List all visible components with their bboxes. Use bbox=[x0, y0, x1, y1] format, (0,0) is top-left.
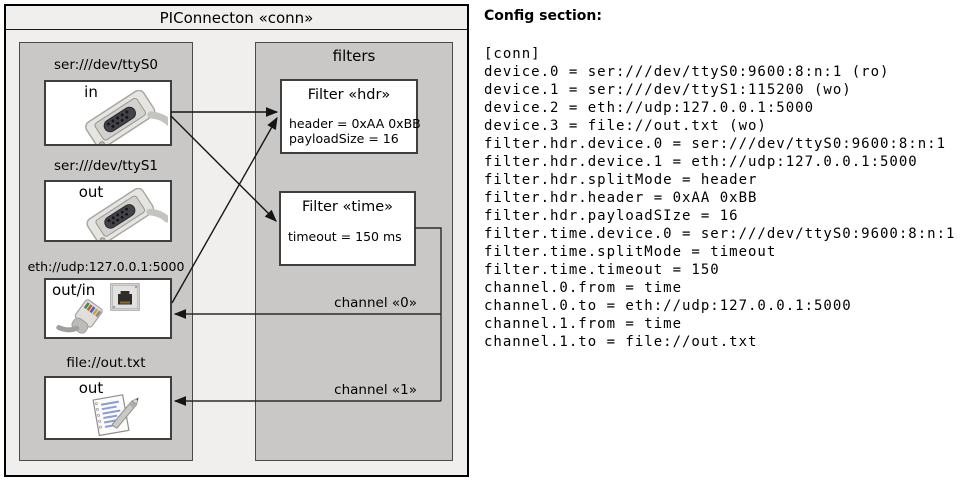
device-node-ser1: out bbox=[44, 180, 172, 245]
filter-hdr-node: Filter «hdr» header = 0xAA 0xBB payloadS… bbox=[280, 79, 421, 154]
device-node-file: out bbox=[44, 376, 172, 440]
filter-hdr-attr-payloadsize: payloadSize = 16 bbox=[289, 131, 399, 146]
config-text: [conn] device.0 = ser:///dev/ttyS0:9600:… bbox=[484, 46, 956, 350]
device-direction: out bbox=[78, 379, 104, 397]
device-direction: out bbox=[78, 183, 104, 201]
device-label-ser1: ser:///dev/ttyS1 bbox=[54, 158, 158, 174]
device-label-file: file://out.txt bbox=[66, 355, 146, 371]
device-label-ser0: ser:///dev/ttyS0 bbox=[54, 57, 158, 73]
device-direction: out/in bbox=[52, 281, 96, 299]
device-node-eth: out/in bbox=[44, 278, 172, 339]
device-label-eth: eth://udp:127.0.0.1:5000 bbox=[27, 259, 185, 274]
channel-1-label: channel «1» bbox=[334, 382, 417, 398]
filter-time-attr-timeout: timeout = 150 ms bbox=[288, 229, 402, 244]
device-node-ser0: in bbox=[44, 80, 173, 149]
filter-hdr-attr-header: header = 0xAA 0xBB bbox=[289, 116, 421, 131]
serial-connector-icon bbox=[72, 187, 171, 245]
notepad-pencil-icon bbox=[90, 392, 142, 442]
filter-time-title: Filter «time» bbox=[301, 199, 394, 215]
filters-group-label: filters bbox=[332, 47, 376, 65]
component-title: PIConnecton «conn» bbox=[6, 6, 467, 30]
serial-connector-icon bbox=[72, 89, 173, 149]
config-section-heading: Config section: bbox=[484, 8, 602, 24]
channel-0-label: channel «0» bbox=[334, 295, 417, 311]
filter-hdr-title: Filter «hdr» bbox=[307, 87, 391, 103]
rj45-cable-icon bbox=[52, 298, 110, 344]
ethernet-port-icon bbox=[110, 283, 140, 315]
devices-group: ser:///dev/ttyS0 in bbox=[19, 42, 193, 461]
device-direction: in bbox=[84, 83, 98, 101]
filter-time-node: Filter «time» timeout = 150 ms bbox=[279, 191, 416, 266]
filters-group: filters Filter «hdr» header = 0xAA 0xBB … bbox=[255, 42, 453, 461]
